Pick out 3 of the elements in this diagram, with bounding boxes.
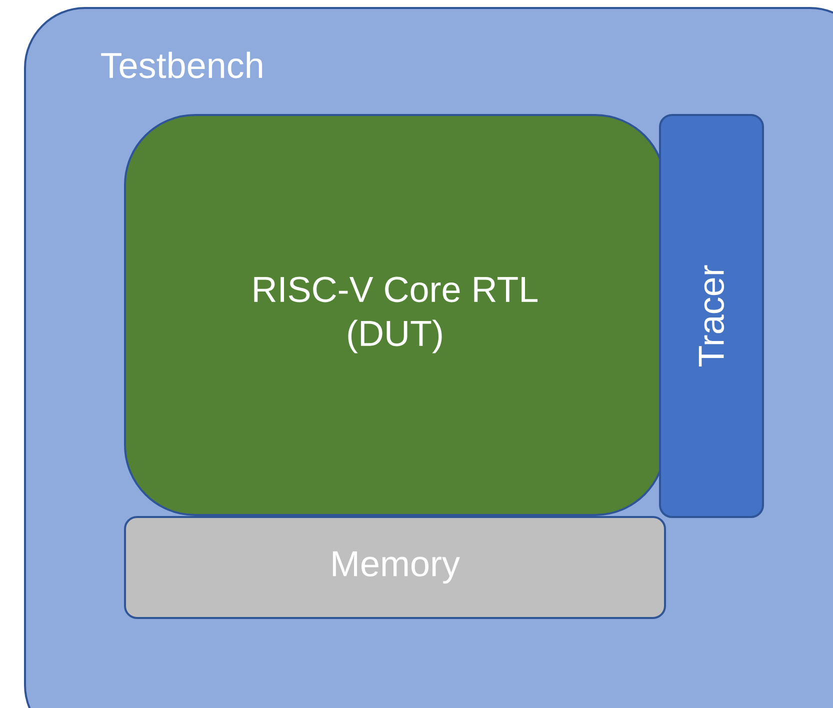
core-box: RISC-V Core RTL (DUT) bbox=[124, 114, 666, 516]
tracer-bar: Tracer bbox=[659, 114, 764, 518]
memory-box: Memory bbox=[124, 516, 666, 619]
